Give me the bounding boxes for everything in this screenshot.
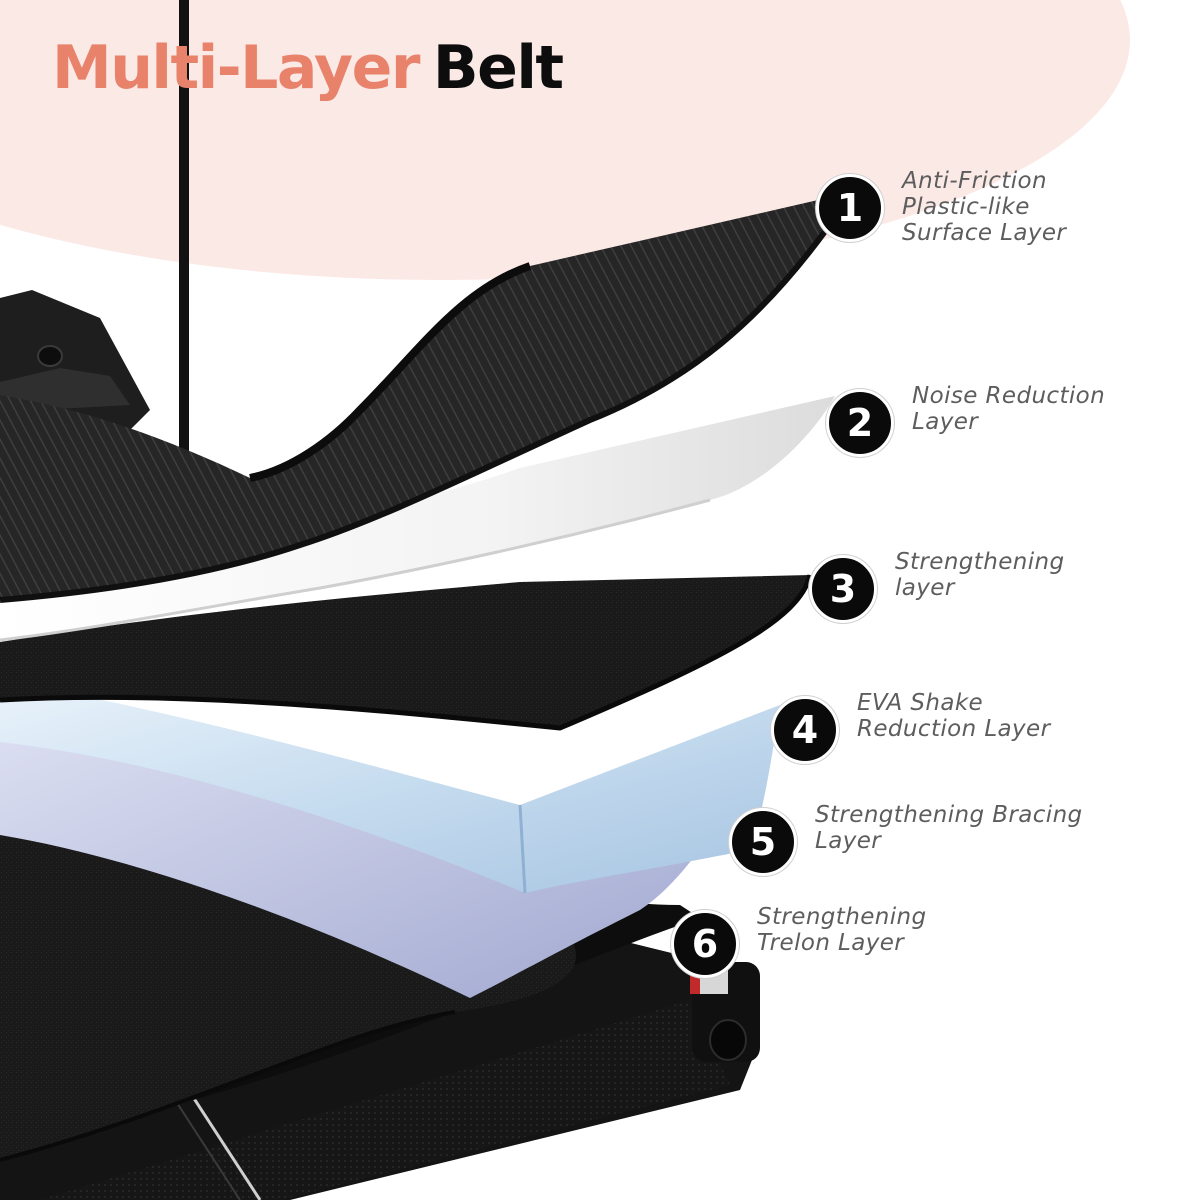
layer-2-label: Noise Reduction Layer: [912, 383, 1106, 435]
callout-layer-6: 6 Strengthening Trelon Layer: [671, 904, 927, 978]
callout-layer-2: 2 Noise Reduction Layer: [826, 383, 1105, 457]
callout-layer-4: 4 EVA Shake Reduction Layer: [771, 690, 1050, 764]
layer-3-label: Strengthening layer: [895, 549, 1065, 601]
layer-6-number-badge: 6: [671, 910, 739, 978]
title-accent: Multi-Layer: [52, 33, 420, 103]
callout-layer-1: 1 Anti-Friction Plastic-like Surface Lay…: [816, 168, 1066, 246]
layer-4-eva: [0, 680, 780, 893]
layer-3-strengthening: [0, 575, 810, 728]
title-main: Belt: [432, 33, 564, 103]
layer-1-anti-friction: [0, 200, 828, 600]
layer-2-number-badge: 2: [826, 389, 894, 457]
layer-1-number-badge: 1: [816, 174, 884, 242]
layer-4-label: EVA Shake Reduction Layer: [857, 690, 1051, 742]
layer-1-label: Anti-Friction Plastic-like Surface Layer: [902, 168, 1067, 246]
layer-5-label: Strengthening Bracing Layer: [815, 802, 1083, 854]
callout-layer-5: 5 Strengthening Bracing Layer: [729, 802, 1083, 876]
treadmill-head: [0, 290, 150, 430]
layer-6-label: Strengthening Trelon Layer: [757, 904, 927, 956]
layer-4-number-badge: 4: [771, 696, 839, 764]
layer-5-number-badge: 5: [729, 808, 797, 876]
layer-2-noise-reduction: [0, 396, 835, 640]
layer-3-number-badge: 3: [809, 555, 877, 623]
callout-layer-3: 3 Strengthening layer: [809, 549, 1065, 623]
